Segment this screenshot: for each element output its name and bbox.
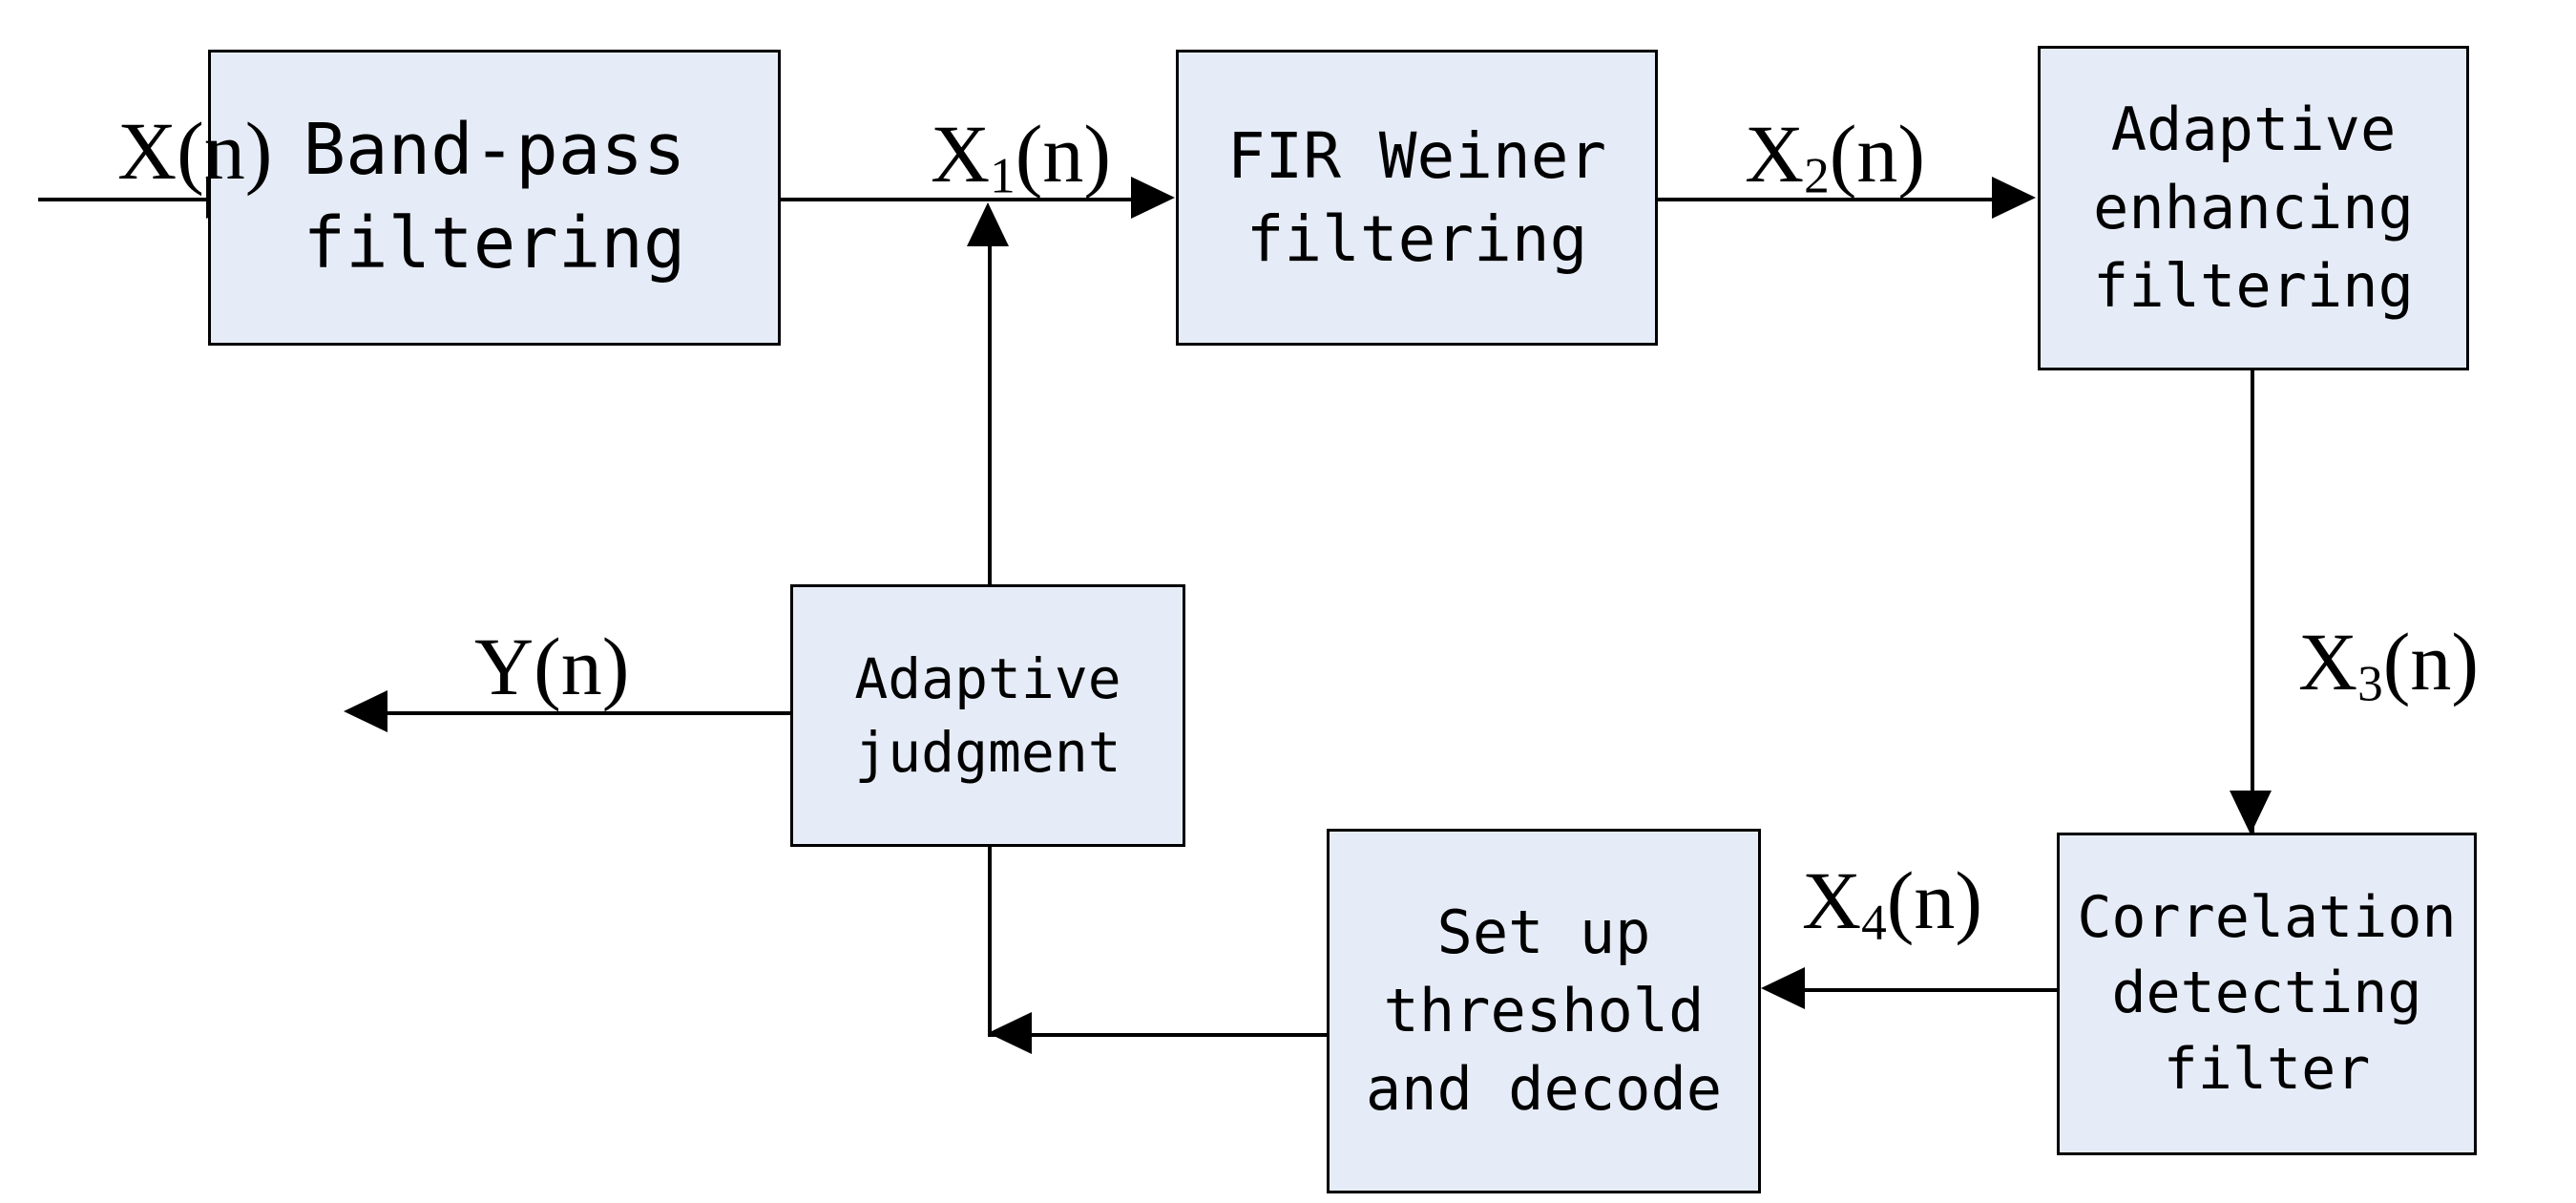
arrowhead-correlation-to-threshold — [1761, 967, 1805, 1009]
connector-input-to-bandpass — [38, 198, 210, 201]
block-set-up-threshold-and-decode[interactable]: Set up threshold and decode — [1327, 829, 1761, 1193]
block-adaptive-judgment[interactable]: Adaptive judgment — [790, 584, 1185, 847]
signal-label-output: Y(n) — [474, 625, 629, 707]
block-fir-weiner-filtering-line-1: FIR Weiner — [1226, 118, 1607, 193]
block-correlation-detecting-filter-line-3: filter — [2163, 1035, 2371, 1103]
connector-threshold-to-judgment-horizontal — [988, 1033, 1327, 1037]
signal-label-output-base: Y — [474, 621, 534, 712]
signal-label-x2: X2(n) — [1745, 113, 1925, 201]
signal-label-x4-suffix: (n) — [1886, 855, 1983, 946]
block-correlation-detecting-filter-line-1: Correlation — [2077, 884, 2457, 952]
signal-label-x1-base: X — [931, 108, 991, 200]
signal-label-x3-subscript: 3 — [2357, 654, 2383, 712]
signal-label-input-suffix: (n) — [177, 105, 273, 197]
arrowhead-threshold-to-judgment — [988, 1012, 1032, 1054]
signal-label-input-base: X — [117, 105, 178, 197]
block-band-pass-filtering-line-1: Band-pass — [303, 109, 686, 192]
signal-label-x2-base: X — [1745, 108, 1805, 200]
signal-label-x3-suffix: (n) — [2382, 616, 2480, 707]
block-set-up-threshold-and-decode-line-2: threshold — [1383, 976, 1705, 1046]
signal-label-x4-base: X — [1802, 855, 1862, 946]
block-set-up-threshold-and-decode-line-1: Set up — [1436, 897, 1651, 968]
signal-label-x1-subscript: 1 — [990, 146, 1016, 204]
connector-threshold-to-judgment-vertical — [988, 845, 992, 1035]
signal-label-x1: X1(n) — [931, 113, 1111, 201]
connector-enhancing-to-correlation — [2251, 368, 2254, 833]
block-adaptive-enhancing-filtering-line-1: Adaptive — [2110, 95, 2397, 165]
connector-judgment-feedback-vertical — [988, 246, 992, 586]
block-fir-weiner-filtering[interactable]: FIR Weiner filtering — [1176, 50, 1658, 346]
connector-fir-to-enhancing — [1656, 198, 1992, 201]
block-adaptive-judgment-line-2: judgment — [854, 719, 1121, 785]
arrowhead-enhancing-to-correlation — [2230, 791, 2272, 834]
block-band-pass-filtering[interactable]: Band-pass filtering — [208, 50, 781, 346]
connector-judgment-to-output — [387, 711, 792, 715]
signal-label-x3: X3(n) — [2298, 621, 2479, 709]
connector-bandpass-to-fir — [780, 198, 1131, 201]
signal-label-x4: X4(n) — [1802, 859, 1982, 948]
block-band-pass-filtering-line-2: filtering — [303, 202, 686, 285]
arrowhead-fir-to-enhancing — [1992, 177, 2036, 219]
signal-label-output-suffix: (n) — [534, 621, 630, 712]
block-adaptive-enhancing-filtering-line-3: filtering — [2093, 250, 2414, 321]
block-correlation-detecting-filter-line-2: detecting — [2111, 960, 2422, 1027]
signal-label-input: X(n) — [117, 110, 272, 192]
connector-correlation-to-threshold — [1804, 988, 2060, 992]
arrowhead-judgment-to-output — [344, 690, 387, 732]
signal-label-x4-subscript: 4 — [1861, 893, 1887, 951]
signal-label-x3-base: X — [2298, 616, 2358, 707]
signal-label-x2-suffix: (n) — [1829, 108, 1926, 200]
signal-label-x1-suffix: (n) — [1015, 108, 1112, 200]
arrowhead-bandpass-to-fir — [1131, 177, 1175, 219]
signal-label-x2-subscript: 2 — [1804, 146, 1830, 204]
block-fir-weiner-filtering-line-2: filtering — [1246, 202, 1588, 276]
block-adaptive-enhancing-filtering-line-2: enhancing — [2093, 173, 2414, 243]
arrowhead-judgment-feedback — [967, 202, 1009, 246]
block-correlation-detecting-filter[interactable]: Correlation detecting filter — [2057, 833, 2477, 1155]
block-set-up-threshold-and-decode-line-3: and decode — [1365, 1053, 1723, 1124]
block-adaptive-enhancing-filtering[interactable]: Adaptive enhancing filtering — [2038, 46, 2469, 370]
block-adaptive-judgment-line-1: Adaptive — [854, 645, 1121, 711]
